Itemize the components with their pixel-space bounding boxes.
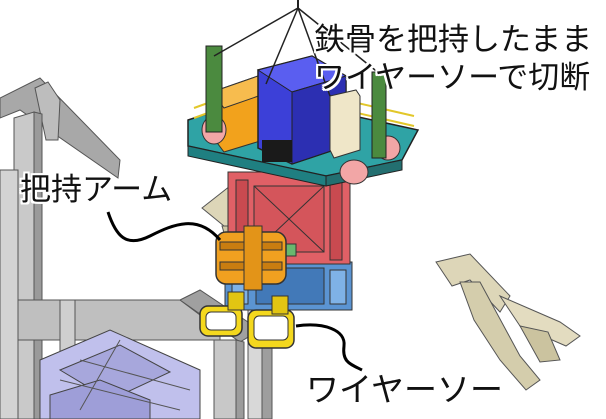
debris-pile <box>39 329 201 419</box>
wire-saw-label: ワイヤーソー <box>306 370 504 409</box>
steel-member-right <box>435 253 581 391</box>
wire-saw-units <box>199 291 295 349</box>
lifting-cables <box>213 0 381 97</box>
grip-arm-label: 把持アーム <box>20 172 173 208</box>
deck-equipment <box>201 45 401 185</box>
caption-line-1: 鉄骨を把持したまま <box>314 22 593 58</box>
gripper-clamp <box>215 225 287 291</box>
caption-line-2: ワイヤーソーで切断 <box>314 60 591 96</box>
callout-lines <box>106 211 363 372</box>
